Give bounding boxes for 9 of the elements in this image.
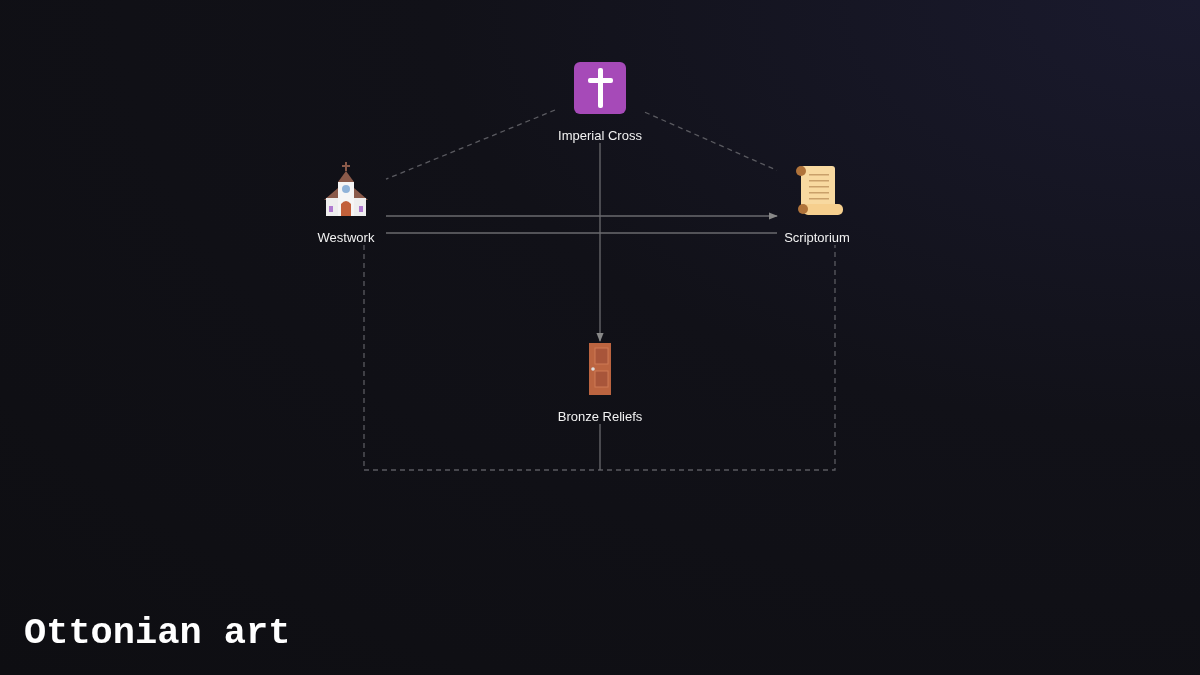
diagram-title: Ottonian art [24,612,291,654]
dashed-connector [385,109,556,180]
node-label: Westwork [317,230,375,245]
node-label: Scriptorium [784,230,850,245]
arrow [596,142,604,342]
node-label: Bronze Reliefs [557,409,643,424]
node-label: Imperial Cross [558,128,642,143]
arrow [385,212,778,220]
dashed-connector [363,244,836,471]
